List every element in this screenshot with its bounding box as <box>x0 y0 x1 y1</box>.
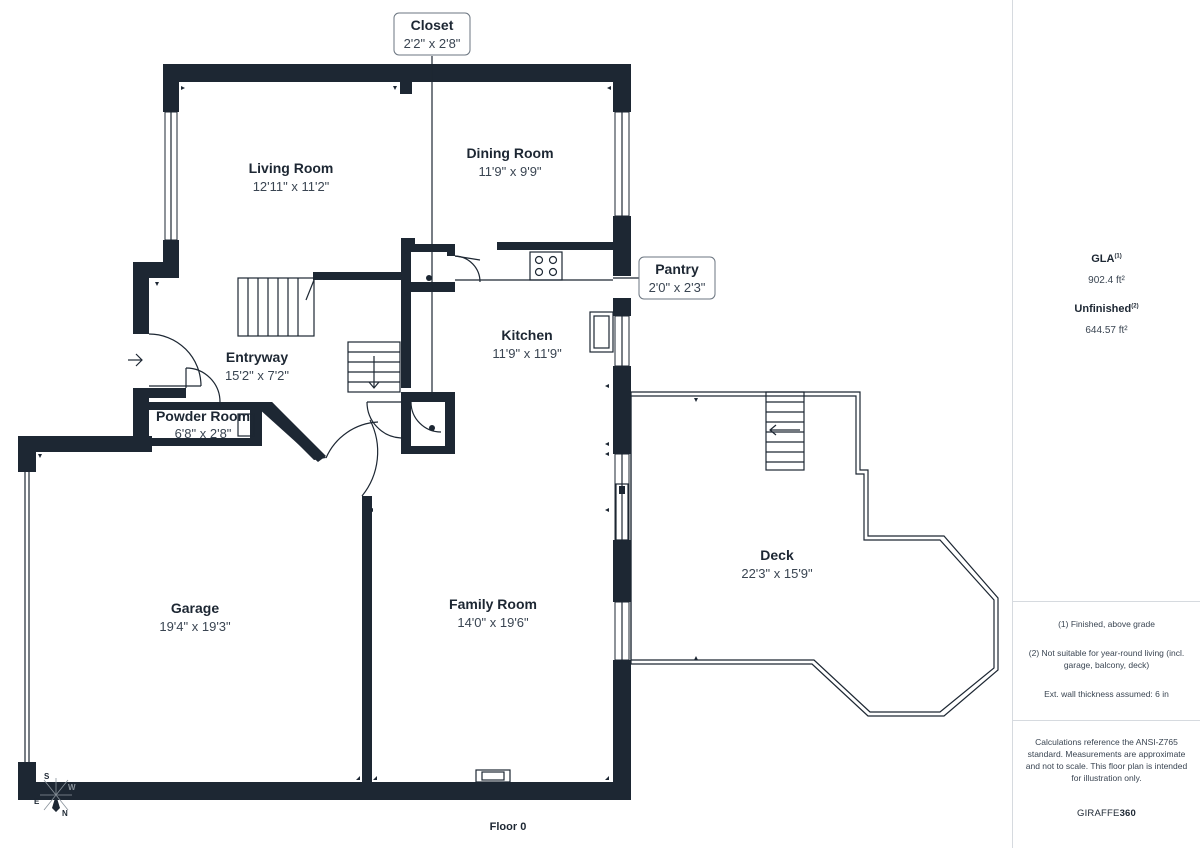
room-entryway: Entryway 15'2" x 7'2" <box>225 349 289 383</box>
brand-name: GIRAFFE <box>1076 808 1120 819</box>
measurement-ticks <box>38 86 698 780</box>
unfinished-label: Unfinished <box>1074 303 1132 315</box>
room-powder: Powder Room 6'8" x 2'8" <box>156 408 250 441</box>
pantry-label: Pantry <box>655 261 699 277</box>
room-dims: 14'0" x 19'6" <box>457 615 529 630</box>
room-deck: Deck 22'3" x 15'9" <box>741 547 813 581</box>
room-dims: 11'9" x 11'9" <box>492 346 562 361</box>
disclaimer: Calculations reference the ANSI-Z765 sta… <box>1025 737 1188 783</box>
room-name: Family Room <box>449 596 537 612</box>
room-name: Living Room <box>249 160 334 176</box>
floor-plan: Closet 2'2" x 2'8" Pantry 2'0" x 2'3" Li… <box>18 12 999 818</box>
room-name: Dining Room <box>466 145 553 161</box>
pantry-callout: Pantry 2'0" x 2'3" <box>613 256 716 300</box>
deck-outline <box>630 391 999 717</box>
brand-logo: GIRAFFE360 <box>1013 808 1200 819</box>
room-kitchen: Kitchen 11'9" x 11'9" <box>492 327 562 361</box>
room-name: Kitchen <box>501 327 552 343</box>
room-garage: Garage 19'4" x 19'3" <box>159 600 231 634</box>
room-name: Entryway <box>226 349 288 365</box>
panel-divider <box>1013 720 1200 721</box>
room-dining: Dining Room 11'9" x 9'9" <box>466 145 553 179</box>
room-dims: 12'11" x 11'2" <box>253 179 330 194</box>
closet-dims: 2'2" x 2'8" <box>404 36 461 51</box>
doors <box>128 255 481 497</box>
room-name: Deck <box>760 547 794 563</box>
unfinished-footnote-mark: (2) <box>1131 303 1139 310</box>
footnote-3: Ext. wall thickness assumed: 6 in <box>1044 689 1169 699</box>
closet-label: Closet <box>411 17 454 33</box>
info-panel: GLA(1) 902.4 ft² Unfinished(2) 644.57 ft… <box>1012 0 1200 848</box>
panel-divider <box>1013 601 1200 602</box>
room-name: Powder Room <box>156 408 250 424</box>
room-living: Living Room 12'11" x 11'2" <box>249 160 334 194</box>
exterior-walls <box>18 64 631 800</box>
footnote-1: (1) Finished, above grade <box>1058 619 1155 629</box>
stairs-upper <box>237 277 315 337</box>
room-dims: 11'9" x 9'9" <box>478 164 541 179</box>
compass-n: N <box>62 809 68 818</box>
kitchen-fixtures <box>237 251 629 783</box>
gla-heading: GLA(1) <box>1013 253 1200 265</box>
floor-label: Floor 0 <box>489 821 527 833</box>
gla-label: GLA <box>1091 253 1115 265</box>
windows <box>24 111 630 762</box>
unfinished-value: 644.57 ft² <box>1085 325 1128 336</box>
room-dims: 15'2" x 7'2" <box>225 368 289 383</box>
unfinished-heading: Unfinished(2) <box>1013 303 1200 315</box>
deck-stairs <box>765 391 805 471</box>
interior-walls <box>148 82 613 786</box>
room-family: Family Room 14'0" x 19'6" <box>449 596 537 630</box>
compass-s: S <box>44 772 50 781</box>
compass-icon: N S E W <box>34 772 76 818</box>
footnote-2: (2) Not suitable for year-round living (… <box>1028 648 1185 670</box>
stairs-lower <box>347 341 401 393</box>
room-dims: 6'8" x 2'8" <box>175 426 232 441</box>
room-dims: 22'3" x 15'9" <box>741 566 813 581</box>
gla-footnote-mark: (1) <box>1114 253 1122 260</box>
brand-number: 360 <box>1119 808 1137 819</box>
room-name: Garage <box>171 600 219 616</box>
gla-value: 902.4 ft² <box>1088 275 1125 286</box>
room-dims: 19'4" x 19'3" <box>159 619 231 634</box>
compass-w: W <box>68 783 76 792</box>
pantry-dims: 2'0" x 2'3" <box>649 280 706 295</box>
closet-callout: Closet 2'2" x 2'8" <box>393 12 471 56</box>
compass-e: E <box>34 797 40 806</box>
